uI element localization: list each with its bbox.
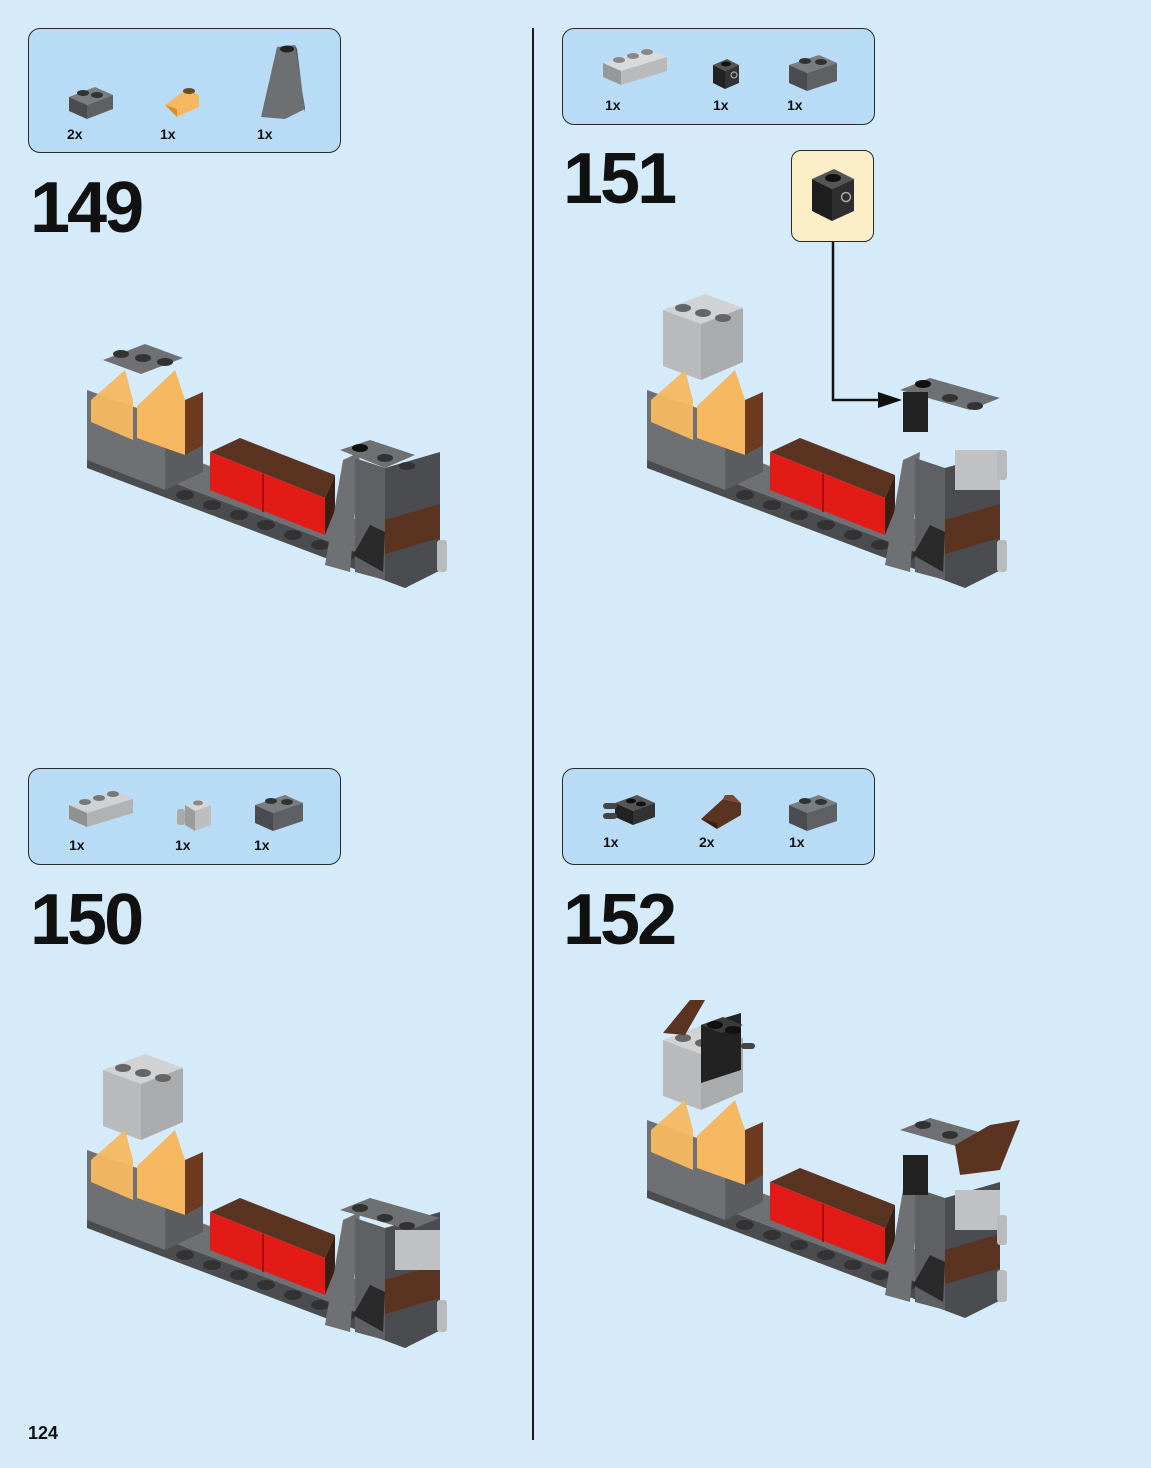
light-gray-brick-1x3-icon xyxy=(603,49,667,85)
part-qty: 1x xyxy=(69,837,85,853)
placement-arrow xyxy=(831,242,902,408)
parts-list-step-150: 1x 1x 1x xyxy=(28,768,341,865)
dark-gray-brick-1x2-icon xyxy=(789,795,837,831)
page-number: 124 xyxy=(28,1423,59,1443)
part-qty: 1x xyxy=(713,97,729,113)
brown-slope-icon xyxy=(701,795,741,829)
step-number: 152 xyxy=(563,880,677,960)
black-brick-1x1-icon xyxy=(713,59,739,89)
part-qty: 1x xyxy=(605,97,621,113)
part-qty: 1x xyxy=(787,97,803,113)
dark-gray-brick-1x2-icon xyxy=(255,795,303,831)
parts-list-step-152: 1x 2x 1x xyxy=(562,768,875,865)
part-qty: 1x xyxy=(254,837,270,853)
clip-brick-icon xyxy=(177,799,211,831)
parts-list-step-151: 1x 1x 1x xyxy=(562,28,875,125)
step-152-model-illustration xyxy=(647,1000,1020,1318)
trans-orange-slope-icon xyxy=(165,88,199,117)
dark-gray-brick-1x2-icon xyxy=(69,87,113,119)
step-number: 150 xyxy=(30,880,144,960)
dark-gray-tall-slope-icon xyxy=(261,45,305,119)
dark-gray-brick-1x2-icon xyxy=(789,55,837,91)
page-divider xyxy=(532,28,534,1440)
part-qty: 1x xyxy=(257,126,273,142)
part-qty: 2x xyxy=(67,126,83,142)
black-hinge-plate-icon xyxy=(603,795,655,825)
part-qty: 1x xyxy=(789,834,805,850)
step-150-model-illustration xyxy=(87,1054,447,1348)
callout-box xyxy=(791,150,874,242)
step-number: 149 xyxy=(30,168,144,248)
step-151-model-illustration xyxy=(647,294,1007,588)
part-qty: 2x xyxy=(699,834,715,850)
part-qty: 1x xyxy=(175,837,191,853)
step-number: 151 xyxy=(563,139,677,219)
step-149-model-illustration xyxy=(87,344,447,588)
parts-list-step-149: 2x 1x 1x xyxy=(28,28,341,153)
black-brick-1x1-icon xyxy=(812,169,854,221)
part-qty: 1x xyxy=(603,834,619,850)
part-qty: 1x xyxy=(160,126,176,142)
light-gray-brick-1x3-icon xyxy=(69,791,133,827)
